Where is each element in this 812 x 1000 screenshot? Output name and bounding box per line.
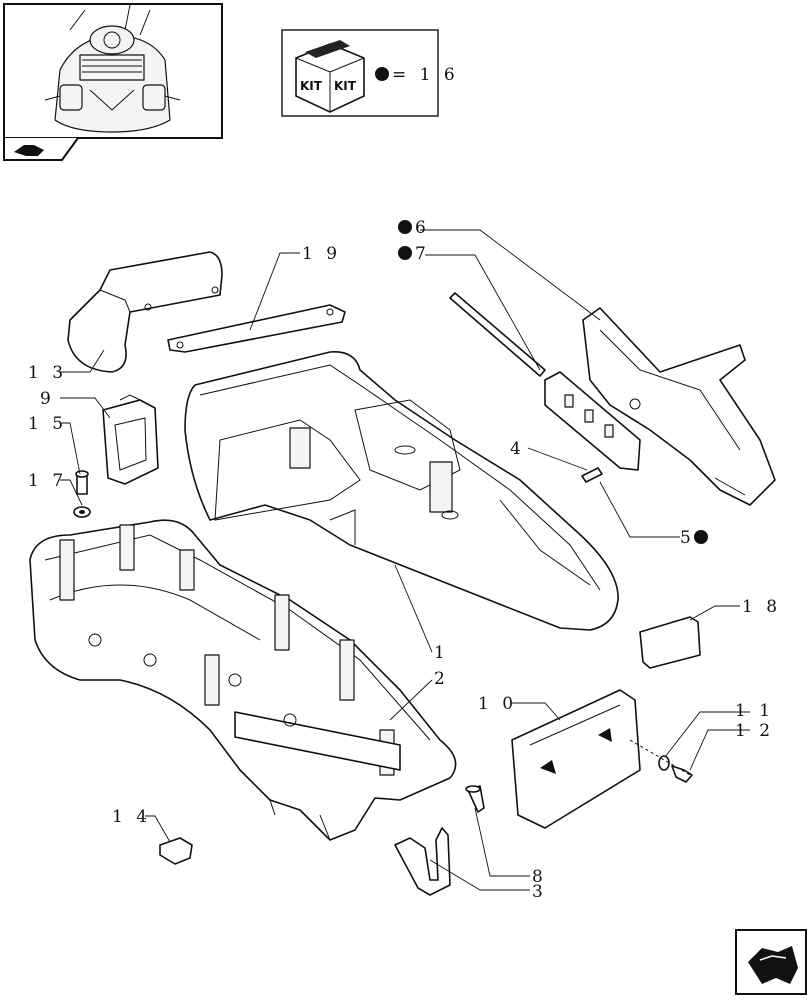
part-3-clip (394, 827, 451, 896)
label-14: 1 4 (112, 807, 151, 827)
part-11-washer (658, 755, 670, 771)
label-8: 8 (532, 867, 547, 887)
part-5-plate (544, 371, 641, 471)
part-17-washer (73, 506, 91, 518)
part-14-clip (159, 837, 193, 865)
label-1: 1 (434, 643, 449, 663)
kit-dot-icon (398, 246, 412, 260)
label-9: 9 (40, 389, 55, 409)
part-19-bracket (167, 304, 346, 353)
kit-ref: = 1 6 (392, 65, 459, 85)
tractor-cab-thumbnail-icon (44, 4, 181, 133)
label-2: 2 (434, 669, 449, 689)
kit-label-1: KIT (300, 79, 323, 93)
label-6: 6 (415, 218, 430, 238)
part-1-console-housing (184, 351, 619, 631)
label-5: 5 (680, 528, 695, 548)
part-8-screw (465, 785, 485, 813)
thumbnail-overview[interactable] (3, 3, 223, 161)
part-13-cover (67, 251, 223, 373)
label-15: 1 5 (28, 414, 67, 434)
callouts: 1 2 3 4 5 6 7 8 9 1 0 1 1 1 2 1 3 1 4 1 … (28, 218, 781, 902)
part-6-lever-support (582, 307, 776, 506)
leader-lines (60, 229, 750, 891)
part-10-panel (511, 689, 641, 829)
label-4: 4 (510, 439, 525, 459)
label-19: 1 9 (302, 244, 341, 264)
part-9-frame (102, 394, 159, 485)
kit-dot-icon (375, 67, 389, 81)
part-7-rod (449, 292, 546, 377)
part-2-console-base (29, 519, 457, 841)
kit-label-2: KIT (334, 79, 357, 93)
label-7: 7 (415, 244, 430, 264)
kit-box: KIT KIT = 1 6 (281, 29, 459, 117)
label-13: 1 3 (28, 363, 67, 383)
part-18-cover (639, 616, 701, 669)
kit-cube-icon: KIT KIT (295, 40, 365, 113)
arrow-icon[interactable] (14, 145, 44, 156)
part-4-screw (581, 467, 603, 483)
label-11: 1 1 (735, 701, 774, 721)
label-10: 1 0 (478, 694, 517, 714)
kit-dot-icon (398, 220, 412, 234)
label-18: 1 8 (742, 597, 781, 617)
label-3: 3 (532, 882, 547, 902)
label-12: 1 2 (735, 721, 774, 741)
kit-dot-icon (694, 530, 708, 544)
part-15-screw (75, 470, 89, 495)
part-12-screw (671, 765, 693, 783)
label-17: 1 7 (28, 471, 67, 491)
page-turn-arrow-icon[interactable] (735, 929, 807, 995)
